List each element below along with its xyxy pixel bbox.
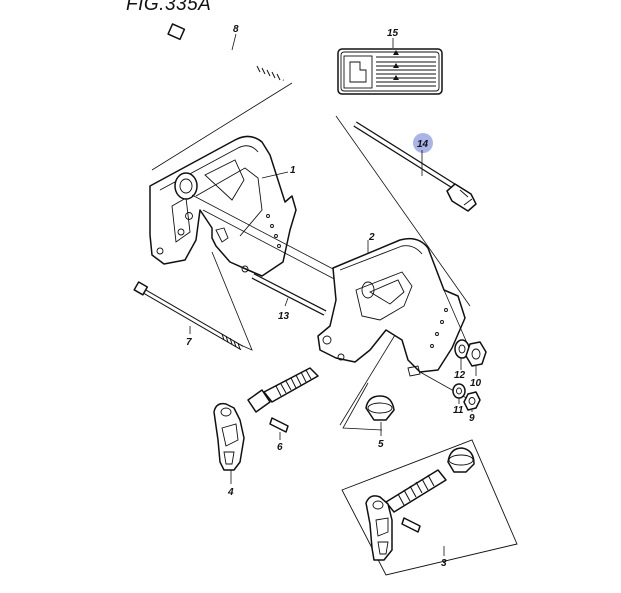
callout-14-highlight (413, 133, 433, 153)
part-3-clamp-screw-assembly[interactable] (341, 439, 518, 576)
part-11-small-washer[interactable] (452, 383, 466, 399)
callout-8: 8 (233, 24, 239, 35)
callout-13: 13 (278, 311, 290, 322)
guide-line (335, 115, 471, 307)
callout-2: 2 (368, 232, 375, 243)
clamp-screw[interactable] (247, 367, 319, 413)
callout-9: 9 (469, 413, 475, 424)
guide-line (339, 334, 396, 426)
part-15-warning-label[interactable] (337, 48, 443, 95)
callout-1: 1 (290, 165, 296, 176)
part-2-clamp-bracket[interactable] (317, 237, 466, 377)
part-4-handle[interactable] (213, 402, 245, 471)
figure-title: FIG.335A (126, 0, 212, 15)
guide-line (151, 82, 293, 171)
callout-11: 11 (453, 405, 464, 416)
callouts: 8 15 14 1 2 13 7 12 10 11 9 6 (186, 24, 482, 569)
callout-10: 10 (470, 378, 482, 389)
part-5-swivel-pad[interactable] (365, 395, 395, 421)
callout-6: 6 (277, 442, 283, 453)
part-8-long-bolt[interactable] (167, 23, 284, 82)
part-10-nut[interactable] (465, 341, 487, 367)
callout-4: 4 (227, 487, 234, 498)
callout-12: 12 (454, 370, 466, 381)
part-13-pin[interactable] (251, 273, 327, 316)
guide-line (191, 194, 336, 271)
callout-14: 14 (417, 139, 429, 150)
guide-line (202, 209, 341, 283)
callout-3: 3 (441, 558, 447, 569)
callout-15: 15 (387, 28, 399, 39)
guide-line (342, 382, 383, 431)
part-14-rod[interactable] (353, 121, 477, 212)
callout-7: 7 (186, 337, 192, 348)
guide-line (443, 289, 471, 351)
part-7-bolt[interactable] (133, 281, 244, 351)
part-6-small-pin[interactable] (269, 417, 289, 433)
callout-5: 5 (378, 439, 384, 450)
part-1-clamp-bracket[interactable] (149, 135, 297, 277)
part-9-small-nut[interactable] (463, 391, 481, 411)
